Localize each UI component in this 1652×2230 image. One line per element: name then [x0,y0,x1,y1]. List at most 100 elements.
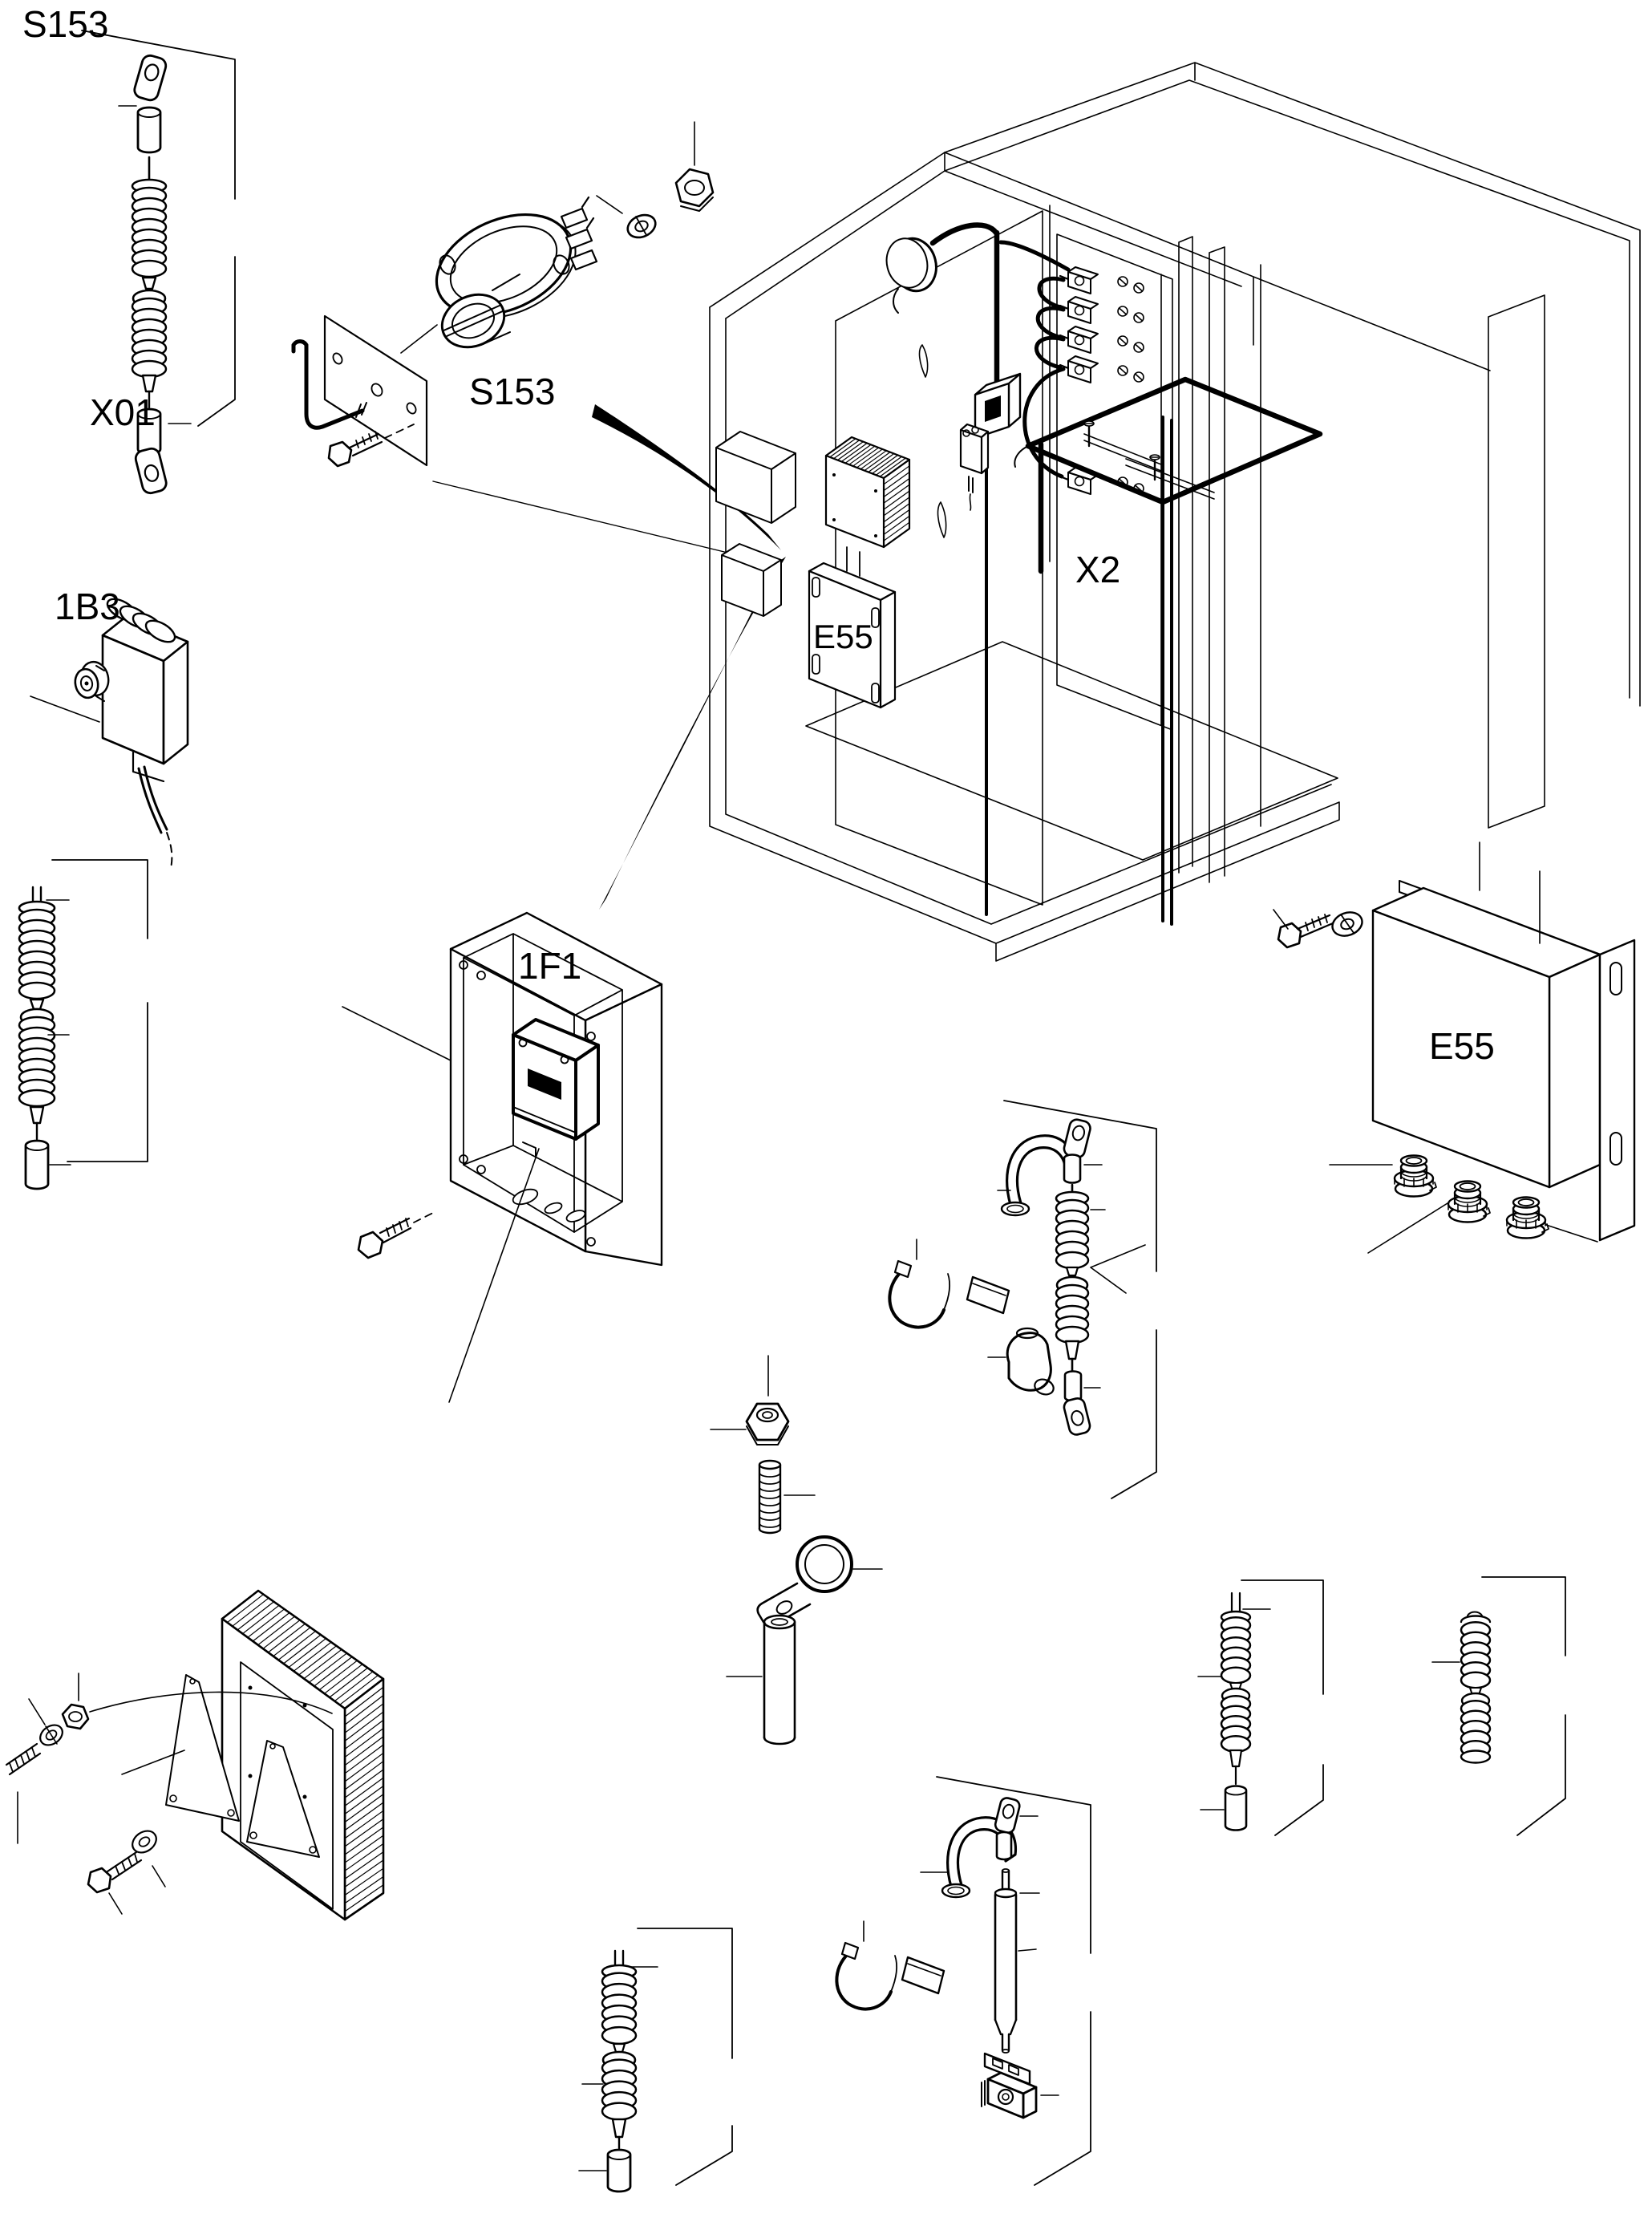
plate-e55-cabinet [808,562,897,709]
insulator-ribs [601,1972,638,2046]
lead-assembly-bottom-center [578,1928,733,2193]
wedge-sleeve [901,1956,945,1995]
glow-plug-bank [1059,266,1144,495]
callout-bracket [637,1928,733,2186]
label-1f1: 1F1 [518,945,581,987]
door-seal-loop [1025,376,1323,505]
insulator-ribs [601,2058,638,2121]
arrow-swoosh-lower [599,557,786,910]
callout-bracket [1481,1576,1566,1836]
lead-assembly-bottom-right-1 [1197,1579,1324,1836]
heater-panel-group [5,1589,385,1921]
lead-assembly-x01 [81,30,236,495]
arrow-swoosh-upper [592,404,781,550]
insulator-ribs [1220,1616,1252,1685]
label-e55-box: E55 [1429,1025,1495,1067]
connector-barrel [74,660,110,702]
leader-line [1329,1164,1598,1254]
callout-bracket [1241,1579,1324,1836]
mounting-bracket [246,1740,320,1858]
coil-spring [106,598,176,643]
door-panel [835,210,1043,906]
cabinet-x2 [709,62,1641,962]
label-s153-mid: S153 [469,371,555,412]
leader-line [432,480,775,565]
insulator-ribs [1460,1621,1492,1689]
insulator-ribs [131,297,168,379]
limit-switch [959,423,990,511]
hex-nut [61,1703,90,1730]
insulator-ribs [18,1016,56,1108]
jumper-wires [998,240,1071,479]
cable-gland [1393,1154,1437,1198]
label-s153-top: S153 [22,3,108,45]
sleeve [1063,1154,1082,1184]
mounting-bracket [165,1674,240,1822]
ring-terminal [994,1797,1021,1834]
insulator-ribs [131,186,168,278]
hardware-column [710,1355,883,1745]
ring-terminal [1063,1397,1091,1436]
hex-bolt [1277,914,1334,949]
p-clamp [756,1535,853,1627]
insulator-ribs [18,908,56,1000]
hex-bolt [327,424,415,468]
insulator-ribs [1460,1700,1492,1758]
connector-block [981,2052,1038,2119]
labels: S153 X01 1B3 S153 X2 E55 1F1 E55 [22,3,1495,1067]
cable-tie [835,1941,897,2011]
leader-line [17,1672,79,1844]
cable-tie [888,1259,950,1329]
leader-line [89,1691,333,1775]
toggle-switch-box [974,372,1022,440]
door-handle [918,344,947,538]
sleeve [995,1831,1013,1861]
label-x01: X01 [90,391,156,433]
leader-line [1197,1608,1271,1810]
threaded-stud [758,1459,782,1535]
leader-line [108,1865,166,1915]
leader-line [400,121,695,354]
circuit-breaker [512,1018,600,1157]
ring-terminal [134,447,168,495]
heatsink-module [824,436,911,577]
glow-plug-group-bottom [835,1776,1091,2186]
hex-bolt [87,1851,143,1894]
ring-terminal [133,54,168,102]
cap-sleeve [24,1139,50,1190]
lead-assembly-left [18,859,148,1190]
cap-sleeve [606,2148,632,2193]
terminal-strip [998,233,1173,731]
interior-blocks [715,431,796,617]
glow-plug-tube [994,1868,1018,2054]
threaded-stud [5,1742,42,1776]
elbow-boot [1006,1327,1055,1396]
mounting-plate [323,314,428,467]
hex-bolt [357,1210,437,1259]
sleeve [1063,1370,1083,1402]
control-box-e55 [1273,841,1636,1254]
base-platform [805,641,1338,861]
callout-bracket [81,30,236,427]
callout-bracket [936,1776,1091,2186]
cap-nut [745,1402,790,1445]
door-rails [1083,420,1215,500]
label-e55-cabinet: E55 [813,618,873,655]
cable-gland [1447,1180,1491,1223]
leader-line [863,1815,1059,2096]
sensor-1b3 [30,598,189,869]
insulator-ribs [1055,1198,1090,1270]
callout-bracket [1003,1100,1157,1499]
leader-line [578,1966,658,2171]
supply-cable [929,222,1000,387]
leader-line [30,695,100,723]
enclosure-1f1 [342,911,663,1403]
insulator-ribs [1220,1695,1252,1753]
lead-group-mid [888,1100,1157,1499]
flanged-switch [435,196,598,349]
rubber-boot [941,1816,1018,1899]
pointer-arrow [1090,1244,1146,1294]
mounting-flange [1598,939,1636,1242]
